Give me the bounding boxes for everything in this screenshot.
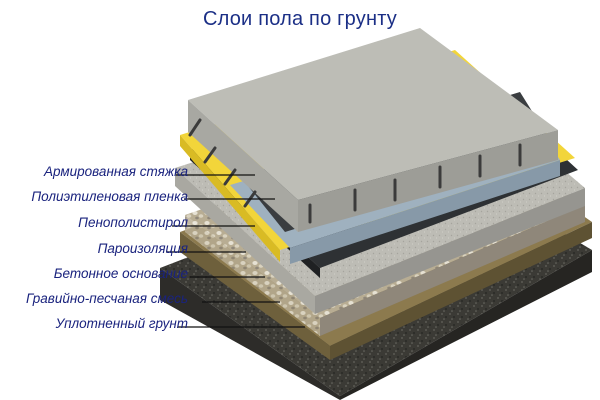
label-polystyrene: Пенополистирол [78, 215, 188, 230]
diagram-title: Слои пола по грунту [203, 8, 397, 30]
rebar-group [188, 118, 522, 224]
label-gravel-sand-mix: Гравийно-песчаная смесь [26, 291, 188, 306]
label-vapor-barrier: Пароизоляция [97, 241, 188, 256]
label-concrete-base: Бетонное основание [53, 266, 188, 281]
label-polyethylene-film: Полиэтиленовая пленка [31, 189, 188, 204]
label-reinforced-screed: Армированная стяжка [44, 164, 188, 179]
leader-lines [166, 174, 305, 328]
label-compacted-soil: Уплотненный грунт [55, 316, 188, 331]
